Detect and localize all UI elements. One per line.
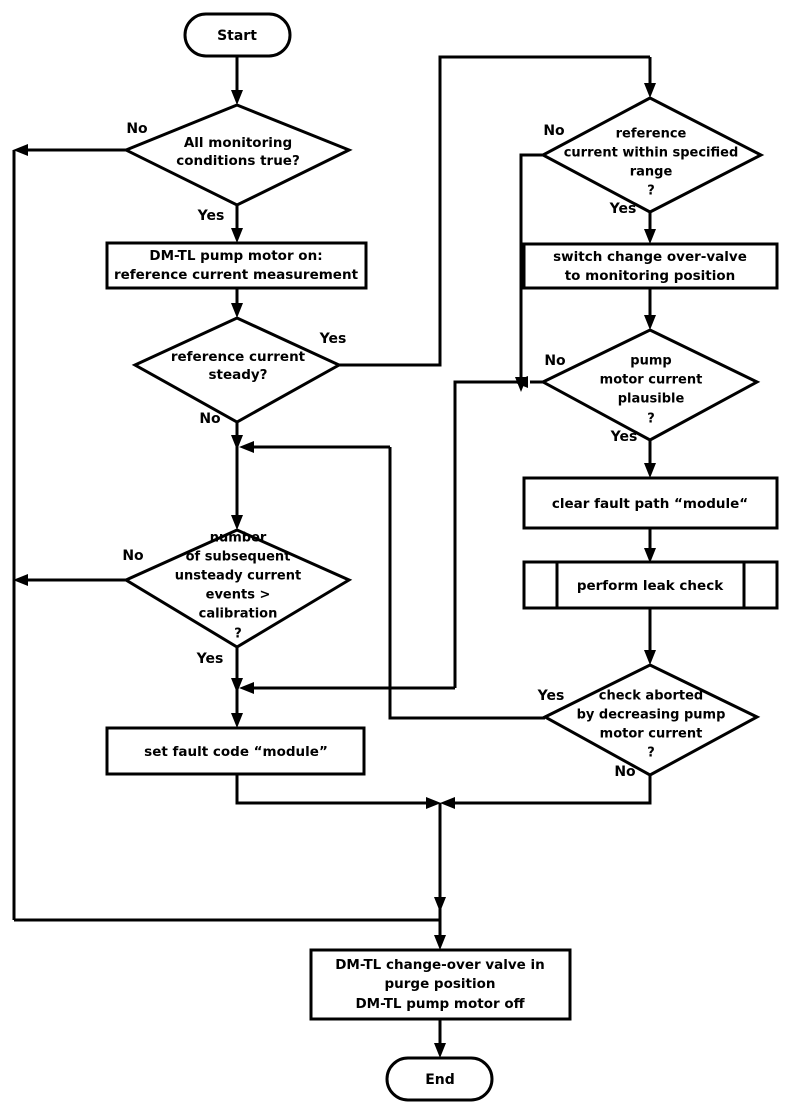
conn-abort-return-vertical (388, 447, 545, 720)
arrowhead-unsteady-yes-mid (231, 678, 243, 693)
node-plausible-line4: ? (647, 412, 655, 427)
node-end-label: End (425, 1072, 455, 1088)
node-ref-range-line1: reference (616, 127, 687, 142)
node-start[interactable]: Start (183, 12, 292, 58)
node-perform-leak-check-label: perform leak check (577, 578, 724, 594)
arrowhead-end-in (434, 1043, 446, 1058)
node-perform-leak-check[interactable]: perform leak check (522, 560, 779, 610)
arrowhead-unsteady-in (231, 515, 243, 530)
node-reference-current-steady[interactable]: reference current steady? (131, 316, 343, 424)
node-all-monitoring-line1: All monitoring (184, 135, 292, 151)
node-unsteady-line1: number (210, 531, 267, 546)
node-unsteady-line2: of subsequent (186, 550, 291, 565)
node-clear-fault-path[interactable]: clear fault path “module“ (522, 476, 779, 530)
conn-refrange-no (519, 153, 543, 382)
label-ref-steady-yes: Yes (319, 331, 347, 347)
arrowhead-checkaborted-no-merge (440, 797, 455, 809)
arrowhead-plausible-no-merge2 (513, 376, 528, 388)
arrowhead-refsteady-no-mid (231, 435, 243, 450)
arrowhead-switchvalve-in (644, 229, 656, 244)
node-pump-motor-current-plausible[interactable]: pump motor current plausible ? (539, 328, 761, 442)
node-all-monitoring-line2: conditions true? (176, 153, 300, 169)
node-clear-fault-path-label: clear fault path “module“ (552, 496, 748, 512)
node-pump-motor-on-line2: reference current measurement (114, 267, 359, 283)
node-unsteady-current-events[interactable]: number of subsequent unsteady current ev… (122, 528, 353, 649)
label-ref-range-no: No (543, 123, 565, 139)
label-check-aborted-no: No (614, 764, 636, 780)
node-ref-range-line2: current within specified (564, 146, 739, 161)
node-switch-valve-line2: to monitoring position (565, 268, 736, 284)
node-unsteady-line5: calibration (199, 607, 278, 622)
arrowhead-plausible-in (644, 315, 656, 330)
node-check-aborted-line2: by decreasing pump (577, 708, 726, 723)
arrowhead-pumpmotoron-in (231, 228, 243, 243)
node-ref-range-line3: range (630, 165, 673, 180)
node-check-aborted-line3: motor current (600, 727, 703, 742)
label-all-monitoring-yes: Yes (197, 208, 225, 224)
node-switch-valve-line1: switch change over-valve (553, 249, 747, 265)
label-ref-range-yes: Yes (609, 201, 637, 217)
node-ref-steady-line2: steady? (208, 367, 267, 383)
label-plausible-no: No (544, 353, 566, 369)
node-pump-motor-on[interactable]: DM-TL pump motor on: reference current m… (105, 241, 368, 290)
node-check-aborted-line4: ? (647, 746, 655, 761)
arrowhead-leakcheck-in (644, 548, 656, 563)
conn-refsteady-yes (339, 55, 650, 367)
arrowhead-checkaborted-in (644, 650, 656, 665)
node-plausible-line1: pump (630, 354, 671, 369)
node-purge-line3: DM-TL pump motor off (355, 996, 525, 1012)
connectors (12, 55, 656, 1058)
arrowhead-checkaborted-yes-merge (239, 682, 254, 694)
arrowhead-setfault-merge (426, 797, 441, 809)
node-unsteady-line4: events > (206, 588, 271, 603)
conn-setfault-out (235, 774, 430, 805)
node-ref-range-line4: ? (647, 184, 655, 199)
arrowhead-plausible-no-merge (239, 441, 254, 453)
label-plausible-yes: Yes (610, 429, 638, 445)
arrowhead-setfault-in (231, 713, 243, 728)
node-reference-current-range[interactable]: reference current within specified range… (539, 96, 765, 214)
node-purge-position[interactable]: DM-TL change-over valve in purge positio… (309, 948, 572, 1021)
node-switch-change-over-valve[interactable]: switch change over-valve to monitoring p… (522, 242, 779, 290)
label-all-monitoring-no: No (126, 121, 148, 137)
label-ref-steady-no: No (199, 411, 221, 427)
node-end[interactable]: End (385, 1056, 494, 1102)
conn-plausible-no-left (453, 380, 521, 688)
arrowhead-unsteady-no (13, 574, 28, 586)
node-unsteady-line6: ? (234, 627, 242, 642)
label-check-aborted-yes: Yes (537, 688, 565, 704)
node-start-label: Start (217, 28, 257, 44)
node-plausible-line3: plausible (618, 392, 685, 407)
arrowhead-clearfault-in (644, 463, 656, 478)
node-check-aborted-line1: check aborted (599, 689, 703, 704)
node-check-aborted[interactable]: check aborted by decreasing pump motor c… (541, 663, 761, 777)
arrowhead-merge-down-mid (434, 897, 446, 912)
arrowhead-refrange-in (644, 83, 656, 98)
label-unsteady-yes: Yes (196, 651, 224, 667)
node-unsteady-line3: unsteady current (175, 569, 301, 584)
node-plausible-line2: motor current (600, 373, 703, 388)
node-purge-line1: DM-TL change-over valve in (335, 957, 545, 973)
arrowhead-allmonitoring-no (13, 144, 28, 156)
node-ref-steady-line1: reference current (171, 349, 306, 365)
label-unsteady-no: No (122, 548, 144, 564)
node-purge-line2: purge position (384, 976, 495, 992)
node-all-monitoring-conditions[interactable]: All monitoring conditions true? (122, 103, 353, 207)
node-set-fault-code[interactable]: set fault code “module” (105, 726, 366, 776)
arrowhead-refsteady-in (231, 303, 243, 318)
arrowhead-allmonitoring-in (231, 90, 243, 105)
node-pump-motor-on-line1: DM-TL pump motor on: (149, 248, 322, 264)
conn-checkaborted-no (451, 775, 652, 805)
arrowhead-purge-in (434, 935, 446, 950)
node-set-fault-code-label: set fault code “module” (144, 744, 328, 760)
